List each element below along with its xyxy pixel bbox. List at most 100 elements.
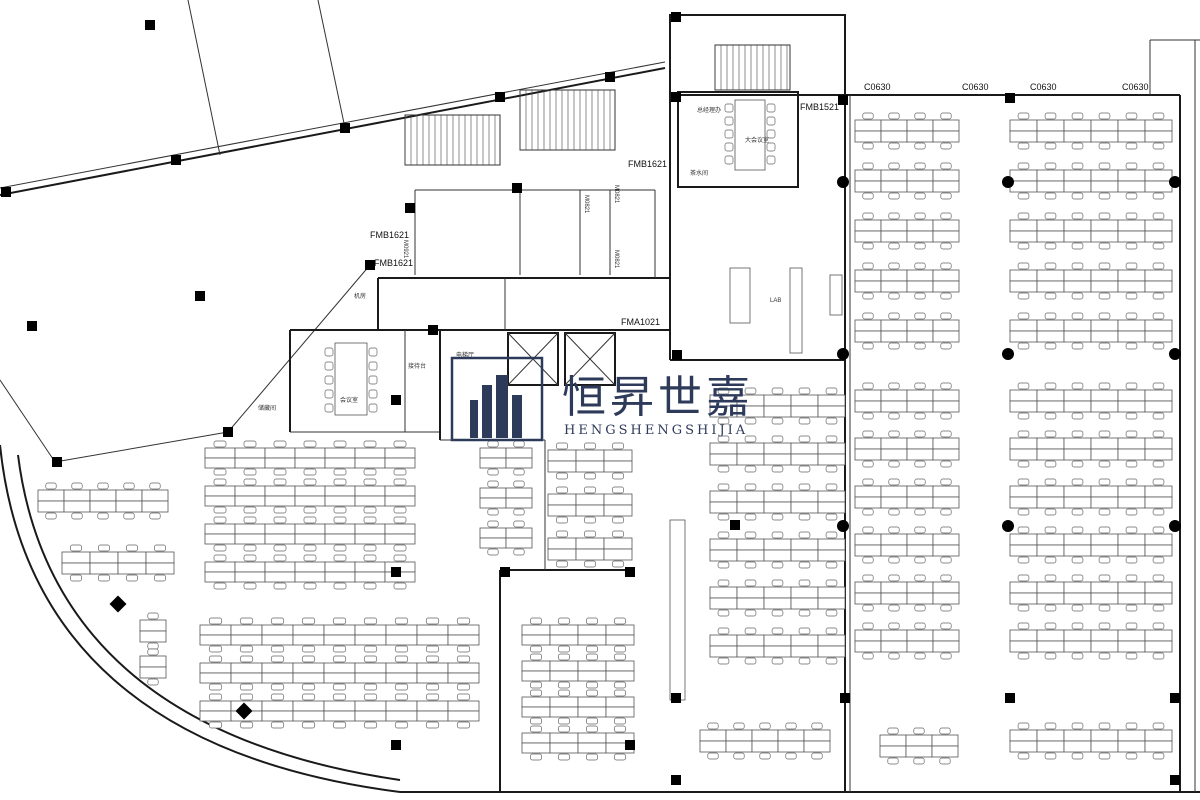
chair — [940, 652, 952, 660]
chair — [914, 508, 926, 516]
chair — [1017, 242, 1030, 250]
desk — [817, 597, 846, 610]
desk — [234, 457, 266, 469]
chair — [586, 753, 598, 761]
chair — [771, 657, 784, 665]
chair — [862, 526, 874, 534]
chair — [1125, 382, 1138, 390]
desk — [1009, 169, 1038, 182]
chair — [1098, 478, 1111, 486]
chair — [1017, 622, 1030, 630]
door-label-fmb1521: FMB1521 — [800, 102, 839, 112]
chair — [940, 112, 952, 120]
chair — [154, 544, 166, 552]
chair — [556, 486, 568, 494]
chair — [363, 544, 377, 552]
desk — [416, 672, 449, 684]
column — [109, 595, 127, 613]
chair — [71, 512, 83, 520]
desk — [89, 500, 117, 513]
chair — [584, 530, 596, 538]
desk — [603, 548, 633, 561]
chair — [744, 513, 757, 521]
chair — [717, 417, 730, 425]
chair — [1152, 312, 1165, 320]
chair — [914, 342, 926, 350]
desk — [932, 180, 960, 193]
desk — [906, 319, 934, 332]
chair — [798, 417, 811, 425]
desk — [234, 447, 266, 459]
chair — [862, 162, 874, 170]
desk — [521, 660, 551, 672]
desk — [932, 533, 960, 546]
desk — [1090, 130, 1119, 143]
desk — [354, 571, 386, 583]
chair — [425, 683, 440, 691]
chair — [1044, 142, 1057, 150]
desk — [115, 500, 143, 513]
desk — [906, 269, 934, 282]
chair — [332, 683, 347, 691]
desk — [447, 662, 480, 674]
desk — [854, 219, 882, 232]
desk — [854, 629, 882, 642]
column — [837, 176, 849, 188]
chair — [888, 508, 900, 516]
desk — [906, 130, 934, 143]
chair — [332, 655, 347, 663]
chair — [1071, 342, 1084, 350]
chair — [243, 468, 257, 476]
desk — [880, 592, 908, 605]
door-label-m0821-c: M0821 — [613, 250, 619, 269]
watermark-logo: 恒昇世嘉 HENGSHENGSHIJIA — [450, 356, 750, 442]
chair — [862, 292, 874, 300]
desk — [932, 485, 960, 498]
door-label-fma1021: FMA1021 — [621, 317, 660, 327]
desk — [790, 538, 819, 551]
chair — [368, 347, 378, 357]
desk — [234, 523, 266, 535]
desk — [709, 586, 738, 599]
chair — [332, 693, 347, 701]
column — [1170, 693, 1180, 703]
desk — [385, 710, 418, 722]
chair — [888, 192, 900, 200]
chair — [586, 645, 598, 653]
desk — [549, 732, 579, 744]
desk — [505, 487, 533, 499]
desk — [294, 447, 326, 459]
desk — [763, 538, 792, 551]
desk — [817, 549, 846, 562]
chair — [1044, 162, 1057, 170]
desk — [817, 490, 846, 503]
chair — [1044, 262, 1057, 270]
chair — [1125, 752, 1138, 760]
chair — [394, 683, 409, 691]
desk — [605, 624, 635, 636]
room-label-elevator-hall: 电梯厅 — [456, 351, 474, 359]
chair — [1044, 622, 1057, 630]
chair — [558, 725, 570, 733]
desk — [1009, 119, 1038, 132]
chair — [1017, 112, 1030, 120]
chair — [1098, 142, 1111, 150]
desk — [575, 548, 605, 561]
desk — [1144, 389, 1173, 402]
chair — [940, 412, 952, 420]
desk — [521, 732, 551, 744]
desk — [324, 447, 356, 459]
chair — [733, 752, 745, 760]
chair — [612, 442, 624, 450]
chair — [558, 617, 570, 625]
desk — [736, 597, 765, 610]
chair — [1125, 142, 1138, 150]
desk — [354, 457, 386, 469]
chair — [324, 361, 334, 371]
chair — [333, 516, 347, 524]
desk — [204, 523, 236, 535]
column — [1, 187, 11, 197]
chair — [1152, 652, 1165, 660]
chair — [888, 242, 900, 250]
chair — [270, 645, 285, 653]
